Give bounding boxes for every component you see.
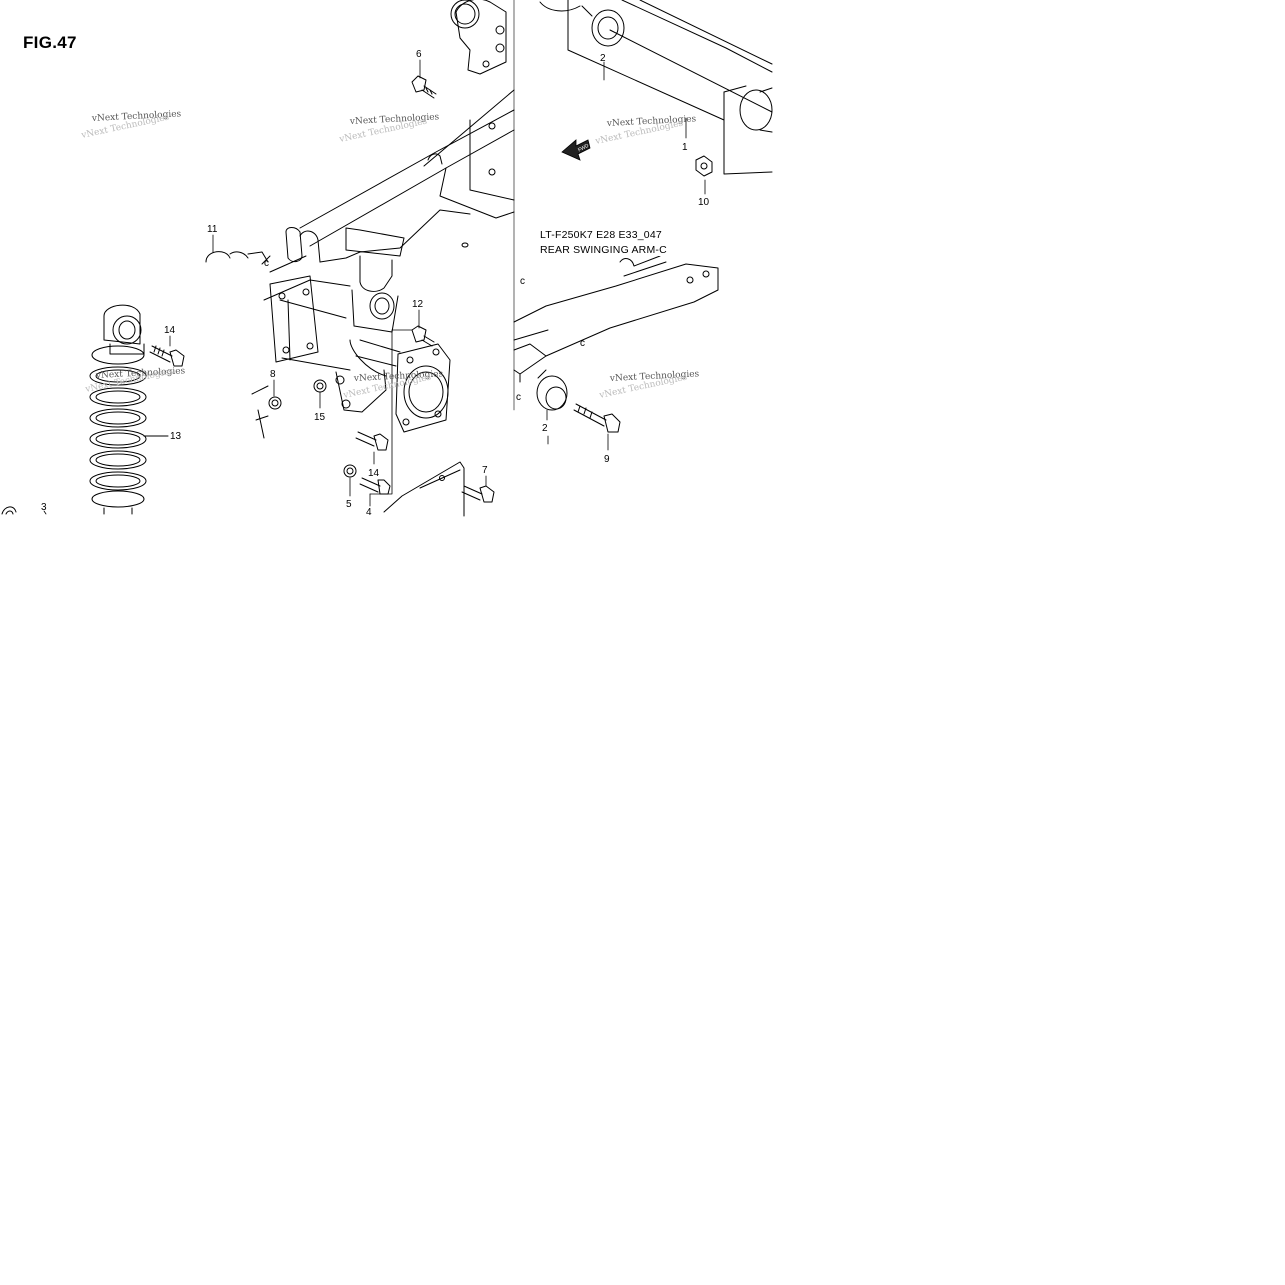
bolt-14-lower <box>355 431 389 451</box>
callout-2-lower: 2 <box>542 423 548 434</box>
frame-c-mark-2: c <box>580 338 585 349</box>
bolt-9 <box>573 403 621 433</box>
callout-1: 1 <box>682 142 688 153</box>
callout-5: 5 <box>346 499 352 510</box>
nut-10 <box>695 155 713 177</box>
watermark-5: vNext Technologies <box>353 369 444 384</box>
watermark-1: vNext Technologies <box>91 109 182 124</box>
callout-6: 6 <box>416 49 422 60</box>
fwd-arrow-label: FWD <box>577 143 590 154</box>
callout-8: 8 <box>270 369 276 380</box>
callout-12: 12 <box>412 299 424 310</box>
bolt-12 <box>411 325 435 347</box>
circlip-11 <box>205 251 231 263</box>
frame-c-mark-1: c <box>520 276 525 287</box>
part-group-caption: REAR SWINGING ARM-C <box>538 244 669 256</box>
watermark-4: vNext Technologies <box>95 366 186 381</box>
callout-numbers: 6 2 1 10 11 12 14 8 15 13 2 9 14 7 5 4 3 <box>41 49 710 518</box>
nut-15 <box>313 379 327 393</box>
callout-10: 10 <box>698 197 710 208</box>
part-3 <box>1 506 17 515</box>
bolt-4 <box>359 477 391 495</box>
frame-c-mark-4: c <box>516 392 521 403</box>
callout-3: 3 <box>41 502 47 513</box>
watermark-2: vNext Technologies <box>349 112 440 127</box>
nut-8 <box>268 396 282 410</box>
bolt-14-upper <box>149 345 185 367</box>
callout-13: 13 <box>170 431 182 442</box>
swing-arm-frame <box>229 0 515 517</box>
nut-5 <box>343 464 357 478</box>
watermark-3: vNext Technologies <box>606 114 697 129</box>
callout-11: 11 <box>207 224 218 235</box>
bushing-2-lower <box>536 369 568 411</box>
callout-7: 7 <box>482 465 488 476</box>
leader-lines <box>43 59 706 515</box>
swing-arm-detail: c c c c <box>264 0 773 403</box>
shock-spring <box>89 345 147 515</box>
figure-title: FIG.47 <box>23 33 77 52</box>
model-code-caption: LT-F250K7 E28 E33_047 <box>538 229 664 241</box>
frame-c-mark-3: c <box>264 258 269 269</box>
bolt-7 <box>461 485 495 503</box>
watermark-6: vNext Technologies <box>609 369 700 384</box>
bolt-6 <box>411 75 437 99</box>
callout-15: 15 <box>314 412 326 423</box>
callout-14-upper: 14 <box>164 325 176 336</box>
callout-9: 9 <box>604 454 610 465</box>
fwd-arrow-icon: FWD <box>561 139 591 161</box>
rear-shock-absorber <box>89 304 169 515</box>
callout-2-upper: 2 <box>600 53 606 64</box>
callout-14-lower: 14 <box>368 468 380 479</box>
callout-4: 4 <box>366 507 372 518</box>
